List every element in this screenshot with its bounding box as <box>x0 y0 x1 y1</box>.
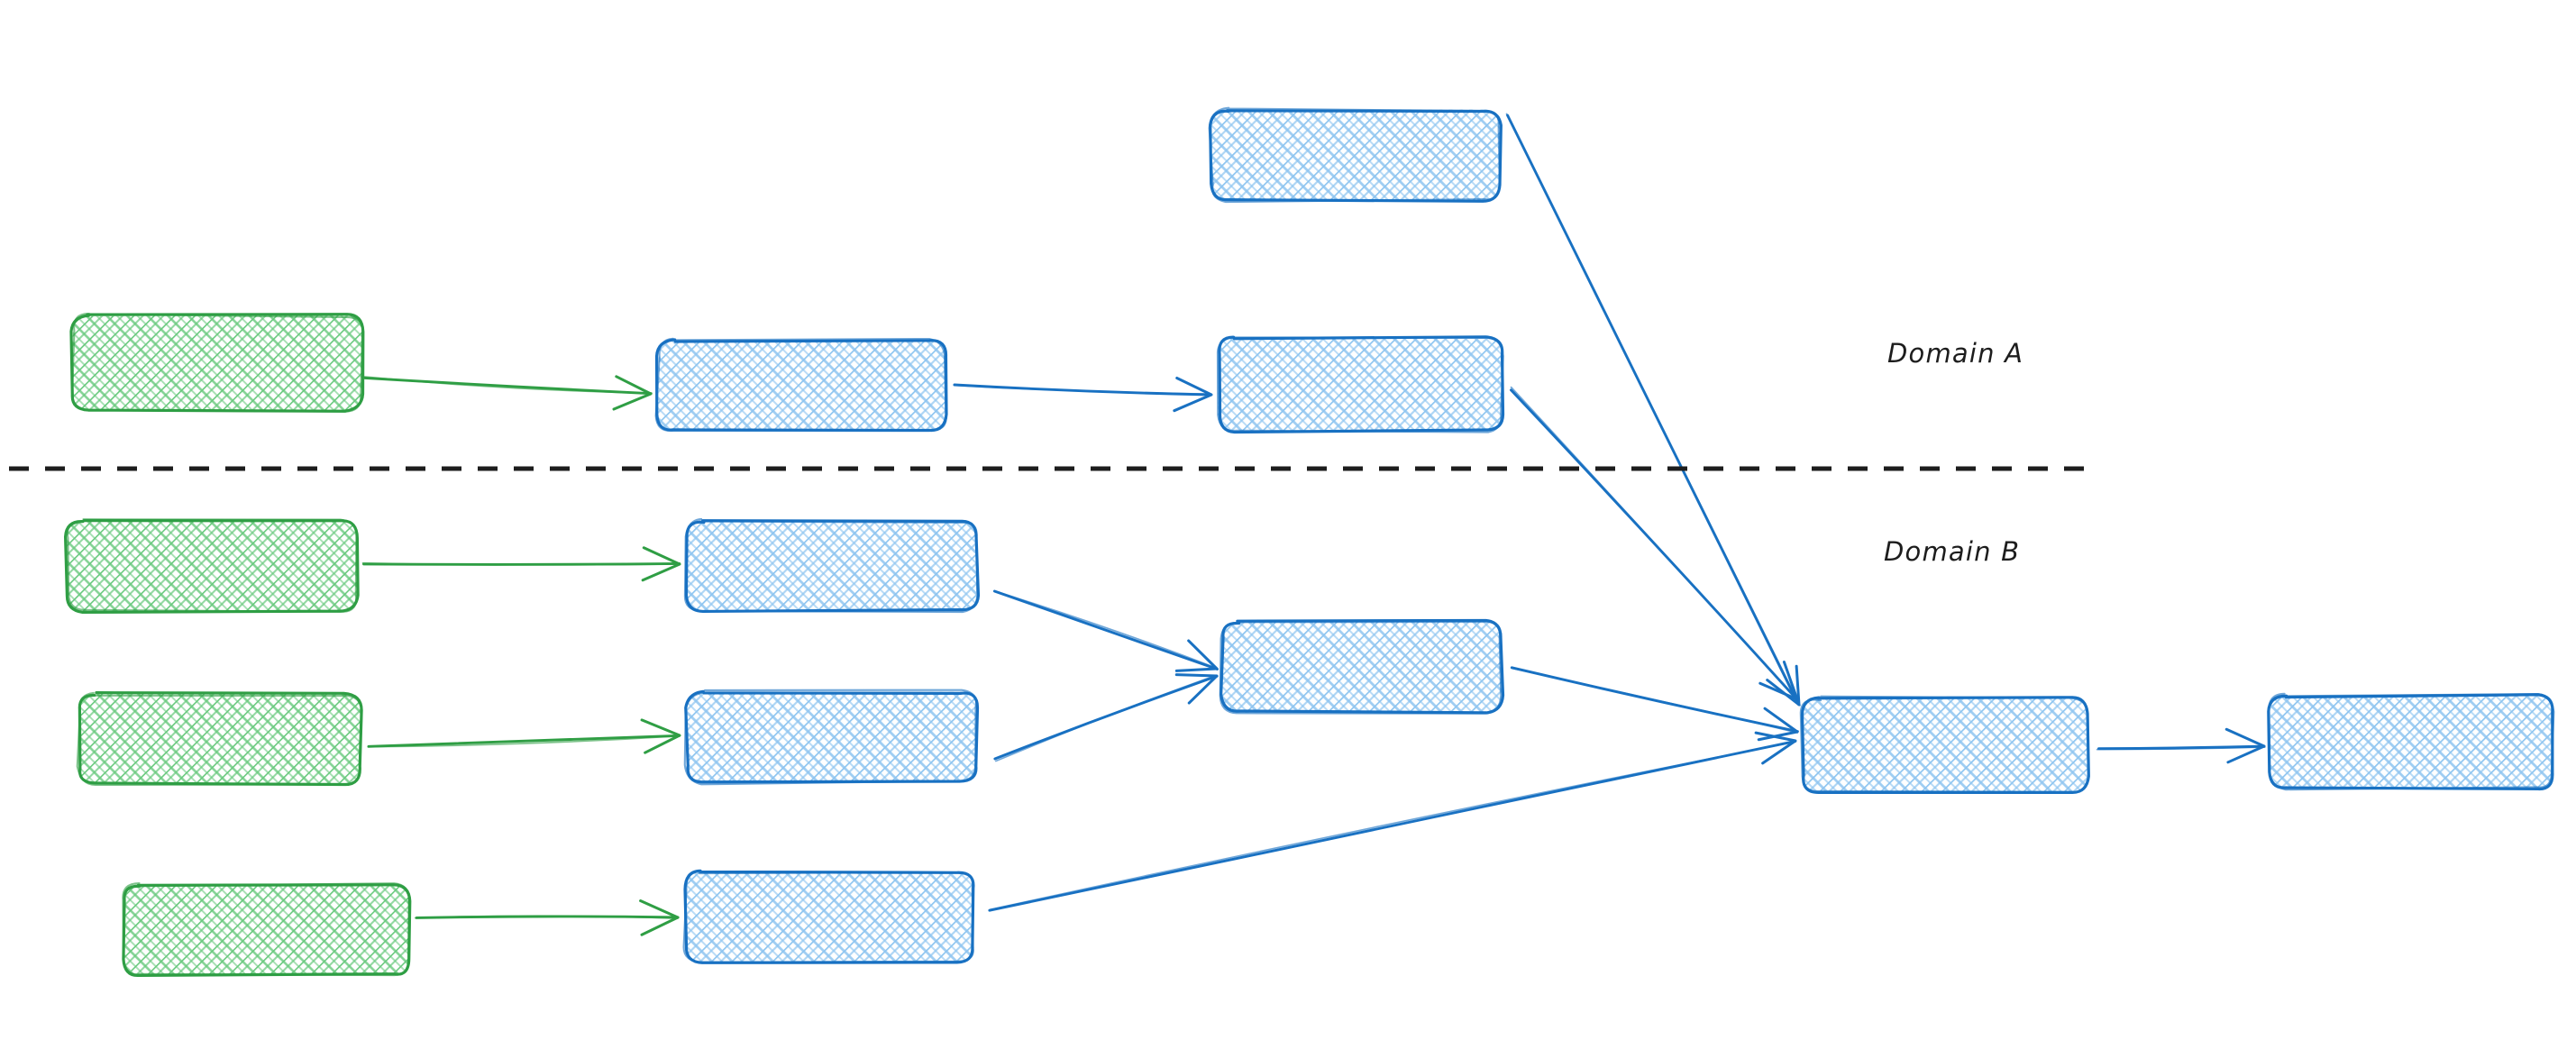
edge-arrowhead-e2 <box>1173 376 1213 413</box>
edge-line2-e1 <box>362 376 653 395</box>
edge-arrowhead-e5 <box>641 546 681 582</box>
node-hit-b-stage-1[interactable] <box>687 521 977 611</box>
node-fill-a-stage-1 <box>658 340 947 432</box>
node-outline2-b-stage-2 <box>683 689 978 786</box>
edge-line2-e7 <box>414 915 679 920</box>
edge-line2-e10 <box>1511 667 1799 734</box>
node-outline2-b-stage-3 <box>682 870 974 963</box>
node-hit-a-stage-1[interactable] <box>658 341 946 431</box>
node-outline2-b-source-3 <box>122 881 410 977</box>
node-hit-a-source-1[interactable] <box>72 315 362 410</box>
node-b-merge[interactable] <box>1219 618 1505 715</box>
node-outline2-b-merge <box>1219 620 1503 715</box>
edge-arrowhead-e7 <box>639 899 680 936</box>
domain-a-label: Domain A <box>1887 338 2024 369</box>
node-fill-b-source-3 <box>123 884 411 976</box>
edge-line2-e11 <box>989 741 1797 911</box>
edges-layer <box>361 113 2266 936</box>
edge-e3-a-top-to-b-aggregate[interactable] <box>1505 113 1801 707</box>
node-hit-b-stage-2[interactable] <box>687 692 977 782</box>
edge-arrowhead-e9 <box>1174 673 1219 705</box>
edge-e1-a-source-1-to-a-stage-1[interactable] <box>362 375 653 411</box>
node-fill-a-top <box>1210 109 1501 201</box>
edge-arrowhead-e12 <box>2224 727 2266 764</box>
node-outline2-b-source-1 <box>66 518 358 613</box>
edge-e2-a-stage-1-to-a-stage-2[interactable] <box>953 376 1213 413</box>
node-fill-b-aggregate <box>1802 698 2087 792</box>
node-b-stage-3[interactable] <box>682 869 975 964</box>
node-hit-b-source-2[interactable] <box>79 694 361 784</box>
node-fill-b-merge <box>1221 621 1503 713</box>
nodes-layer <box>63 106 2555 977</box>
node-fill-a-source-1 <box>70 315 363 412</box>
edge-line2-e9 <box>995 674 1218 762</box>
edge-e7-b-source-3-to-b-stage-3[interactable] <box>414 899 680 936</box>
node-fill-b-output <box>2269 695 2554 789</box>
node-b-output[interactable] <box>2267 692 2555 791</box>
node-fill-a-stage-2 <box>1218 337 1504 432</box>
edge-e12-b-aggregate-to-b-output[interactable] <box>2096 727 2266 764</box>
node-fill-b-stage-1 <box>687 520 978 612</box>
node-outline2-a-stage-1 <box>654 337 947 433</box>
edge-line2-e3 <box>1505 113 1801 707</box>
edge-line-e6 <box>367 734 681 748</box>
edge-line-e8 <box>992 589 1219 670</box>
edge-line-e12 <box>2097 744 2266 751</box>
edge-arrowhead-e4 <box>1758 661 1799 701</box>
edge-arrowhead-e8 <box>1174 639 1219 672</box>
node-hit-a-stage-2[interactable] <box>1219 338 1503 431</box>
node-outline2-b-stage-1 <box>683 517 979 614</box>
node-fill-b-stage-2 <box>686 691 978 782</box>
edge-e4-a-stage-2-to-b-aggregate[interactable] <box>1510 386 1799 701</box>
edge-arrowhead-e6 <box>640 718 681 754</box>
node-a-source-1[interactable] <box>69 313 365 413</box>
edge-line2-e4 <box>1510 386 1797 700</box>
edge-line2-e8 <box>993 589 1218 670</box>
node-b-stage-2[interactable] <box>683 689 980 786</box>
edge-e5-b-source-1-to-b-stage-1[interactable] <box>361 546 681 582</box>
node-b-source-1[interactable] <box>63 518 360 614</box>
node-b-stage-1[interactable] <box>683 517 981 614</box>
node-hit-b-stage-3[interactable] <box>685 872 973 962</box>
node-hit-b-aggregate[interactable] <box>1803 698 2087 791</box>
node-a-top[interactable] <box>1208 106 1503 204</box>
edge-e10-b-merge-to-b-aggregate[interactable] <box>1510 666 1799 742</box>
node-b-source-2[interactable] <box>76 691 363 787</box>
edge-e6-b-source-2-to-b-stage-2[interactable] <box>367 718 681 754</box>
node-hit-b-output[interactable] <box>2270 696 2553 789</box>
node-outline2-a-top <box>1208 106 1501 204</box>
edge-line2-e6 <box>367 734 681 748</box>
domain-b-label: Domain B <box>1884 536 2021 567</box>
node-outline2-b-source-2 <box>76 691 363 786</box>
node-fill-b-stage-3 <box>684 871 974 963</box>
node-outline2-b-aggregate <box>1799 695 2089 793</box>
node-b-aggregate[interactable] <box>1799 695 2090 794</box>
node-outline2-a-stage-2 <box>1216 335 1504 433</box>
edge-e8-b-stage-1-to-b-merge[interactable] <box>992 589 1219 672</box>
node-fill-b-source-1 <box>67 520 358 612</box>
node-hit-a-top[interactable] <box>1211 110 1500 200</box>
node-b-source-3[interactable] <box>122 881 412 977</box>
node-hit-b-source-3[interactable] <box>123 885 410 975</box>
edge-arrowhead-e3 <box>1766 664 1801 707</box>
node-outline2-b-output <box>2268 692 2555 791</box>
node-hit-b-merge[interactable] <box>1222 622 1502 712</box>
node-outline2-a-source-1 <box>71 313 364 413</box>
edge-line-e9 <box>993 674 1219 761</box>
edge-e11-b-stage-3-to-b-aggregate[interactable] <box>988 731 1797 912</box>
edge-line2-e5 <box>361 561 681 566</box>
edge-line2-e2 <box>954 384 1212 395</box>
edge-arrowhead-e1 <box>612 375 653 411</box>
edge-e9-b-stage-2-to-b-merge[interactable] <box>993 673 1219 762</box>
node-fill-b-source-2 <box>78 693 362 785</box>
node-a-stage-2[interactable] <box>1216 335 1505 434</box>
node-hit-b-source-1[interactable] <box>67 521 357 611</box>
node-a-stage-1[interactable] <box>654 337 948 433</box>
edge-line2-e12 <box>2096 746 2266 751</box>
edge-arrowhead-e11 <box>1754 731 1797 765</box>
